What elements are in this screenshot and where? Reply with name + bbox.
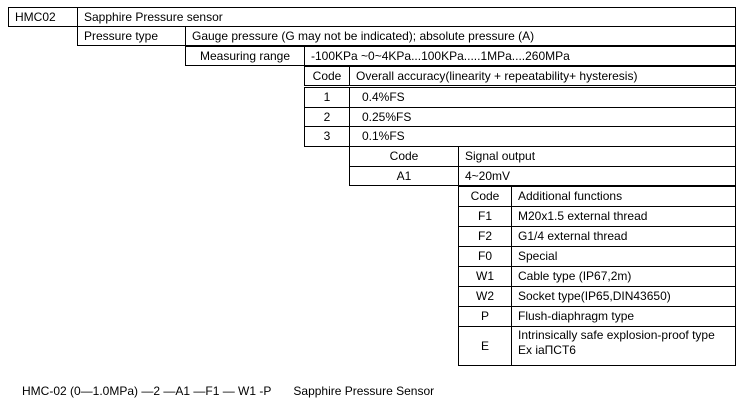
function-code: W2 bbox=[458, 286, 512, 307]
accuracy-value: 0.4%FS bbox=[349, 87, 736, 108]
pressure-type-value: Gauge pressure (G may not be indicated);… bbox=[185, 26, 736, 46]
accuracy-value: 0.1%FS bbox=[349, 126, 736, 147]
function-value: M20x1.5 external thread bbox=[511, 206, 736, 227]
function-value: Special bbox=[511, 246, 736, 267]
function-value: Cable type (IP67,2m) bbox=[511, 266, 736, 287]
functions-code-header: Code bbox=[458, 186, 512, 207]
accuracy-code: 2 bbox=[304, 107, 350, 127]
pressure-type-label: Pressure type bbox=[77, 26, 186, 46]
signal-value: 4~20mV bbox=[458, 166, 736, 186]
function-code: F0 bbox=[458, 246, 512, 267]
accuracy-code: 3 bbox=[304, 126, 350, 147]
ordering-example-name: Sapphire Pressure Sensor bbox=[293, 384, 435, 398]
function-value: Flush-diaphragm type bbox=[511, 306, 736, 327]
measuring-range-label: Measuring range bbox=[185, 46, 305, 66]
function-value-line2: Ex iaПCT6 bbox=[518, 343, 576, 357]
model-name-cell: Sapphire Pressure sensor bbox=[77, 7, 736, 27]
function-code: P bbox=[458, 306, 512, 327]
ordering-example: HMC-02 (0—1.0MPa) —2 —A1 —F1 — W1 -P Sapp… bbox=[22, 384, 434, 398]
accuracy-code-header: Code bbox=[304, 66, 350, 86]
accuracy-value: 0.25%FS bbox=[349, 107, 736, 127]
signal-title: Signal output bbox=[458, 146, 736, 167]
ordering-example-code: HMC-02 (0—1.0MPa) —2 —A1 —F1 — W1 -P bbox=[22, 384, 272, 398]
functions-title: Additional functions bbox=[511, 186, 736, 207]
accuracy-code: 1 bbox=[304, 87, 350, 108]
function-code: F2 bbox=[458, 226, 512, 247]
function-code: E bbox=[458, 326, 512, 366]
measuring-range-value: -100KPa ~0~4KPa...100KPa.....1MPa....260… bbox=[304, 46, 736, 66]
model-code-cell: HMC02 bbox=[8, 7, 78, 27]
accuracy-title: Overall accuracy(linearity + repeatabili… bbox=[349, 66, 736, 86]
function-value-line1: Intrinsically safe explosion-proof type bbox=[518, 328, 715, 342]
signal-code-header: Code bbox=[349, 146, 459, 167]
function-value: G1/4 external thread bbox=[511, 226, 736, 247]
signal-code: A1 bbox=[349, 166, 459, 186]
function-code: W1 bbox=[458, 266, 512, 287]
function-value: Socket type(IP65,DIN43650) bbox=[511, 286, 736, 307]
function-value: Intrinsically safe explosion-proof type … bbox=[511, 326, 736, 366]
function-code: F1 bbox=[458, 206, 512, 227]
